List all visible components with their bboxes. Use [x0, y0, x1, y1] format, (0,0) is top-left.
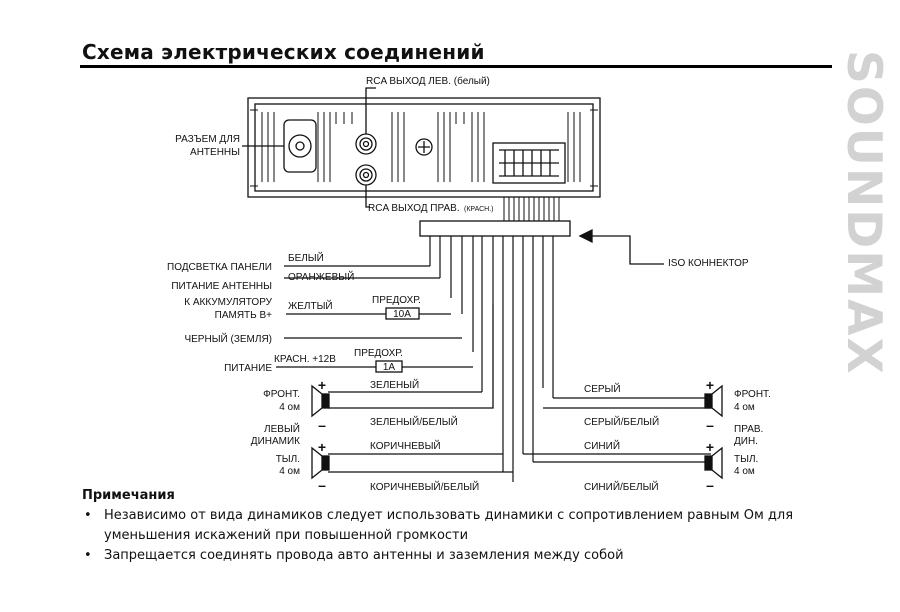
polarity-minus-front-left: – [318, 417, 326, 433]
polarity-plus-rear-left: + [318, 439, 326, 455]
speaker-front-right-icon [704, 384, 723, 418]
speaker-front-left-icon [311, 384, 330, 418]
iso-arrow-line [580, 235, 664, 265]
wire-label-brown-white: КОРИЧНЕВЫЙ/БЕЛЫЙ [370, 480, 479, 493]
fuse-10a [385, 307, 420, 320]
rca-left-label: RCA ВЫХОД ЛЕВ. (белый) [366, 75, 490, 87]
rca-jack-left [355, 133, 377, 155]
left-side-label-1: ЛЕВЫЙ [264, 422, 300, 435]
rca-right-leader [365, 185, 370, 208]
wire-drops [429, 236, 554, 482]
speaker-rear-right-label-2: 4 ом [734, 466, 755, 477]
wire-label-blue-white: СИНИЙ/БЕЛЫЙ [584, 480, 659, 493]
left-side-label-2: ДИНАМИК [251, 436, 300, 447]
right-side-label-1: ПРАВ. [734, 424, 763, 435]
speaker-front-right-label-1: ФРОНТ. [734, 389, 771, 400]
antenna-socket [283, 119, 317, 173]
wire-green-white [328, 304, 494, 409]
fuse-label-10a: ПРЕДОХР. [372, 295, 421, 306]
head-unit-outline [247, 97, 601, 198]
rca-left-leader [365, 87, 376, 134]
rca-jack-right [355, 164, 377, 186]
antenna-socket-label-2: АНТЕННЫ [190, 147, 240, 158]
speaker-rear-right-label-1: ТЫЛ. [734, 454, 758, 465]
iso-arrow-head [578, 228, 593, 244]
fuse-label-1a: ПРЕДОХР. [354, 348, 403, 359]
fuse-value-10a: 10А [393, 309, 411, 320]
speaker-rear-left-icon [311, 446, 330, 480]
function-ground: ЧЕРНЫЙ (ЗЕМЛЯ) [184, 332, 272, 345]
wire-label-blue: СИНИЙ [584, 439, 620, 452]
fuse-1a [375, 360, 403, 373]
title-rule [80, 65, 832, 68]
wire-label-green: ЗЕЛЕНЫЙ [370, 378, 419, 391]
speaker-front-left-label-2: 4 ом [279, 402, 300, 413]
speaker-front-right-label-2: 4 ом [734, 402, 755, 413]
head-unit-inner [254, 103, 594, 192]
brand-text: SOUNDMAX [838, 50, 888, 376]
polarity-plus-front-left: + [318, 377, 326, 393]
wire-label-orange: ОРАНЖЕВЫЙ [288, 270, 354, 283]
function-battery-2: ПАМЯТЬ B+ [215, 310, 273, 321]
speaker-rear-left-label-1: ТЫЛ. [276, 454, 300, 465]
rca-right-label: RCA ВЫХОД ПРАВ. [368, 203, 460, 214]
iso-connector-block [492, 142, 566, 184]
function-battery-1: К АККУМУЛЯТОРУ [184, 297, 272, 308]
speaker-front-left-label-1: ФРОНТ. [263, 389, 300, 400]
wire-label-red: КРАСН. +12В [274, 354, 336, 365]
rca-right-sub-label: (КРАСН.) [464, 206, 494, 213]
wire-label-green-white: ЗЕЛЕНЫЙ/БЕЛЫЙ [370, 415, 458, 428]
wire-label-gray-white: СЕРЫЙ/БЕЛЫЙ [584, 415, 659, 428]
heatsink-fins [250, 109, 598, 187]
iso-connector-label: ISO КОННЕКТОР [668, 258, 749, 269]
wire-label-brown: КОРИЧНЕВЫЙ [370, 439, 441, 452]
function-power: ПИТАНИЕ [224, 363, 272, 374]
note-item-speakers: Независимо от вида динамиков следует исп… [82, 506, 842, 546]
antenna-socket-label-1: РАЗЪЕМ ДЛЯ [175, 134, 240, 145]
notes-section: Примечания Независимо от вида динамиков … [82, 486, 842, 566]
iso-plug [419, 220, 571, 237]
mounting-screw [415, 138, 433, 156]
polarity-plus-front-right: + [706, 377, 714, 393]
brand-logo: SOUNDMAX [838, 50, 888, 376]
notes-heading: Примечания [82, 488, 175, 503]
page-title: Схема электрических соединений [82, 40, 485, 64]
function-panel-light: ПОДСВЕТКА ПАНЕЛИ [167, 262, 272, 273]
function-antenna-power: ПИТАНИЕ АНТЕННЫ [171, 281, 272, 292]
wire-label-yellow: ЖЕЛТЫЙ [288, 299, 333, 312]
wire-label-white: БЕЛЫЙ [288, 251, 324, 264]
right-side-label-2: ДИН. [734, 436, 758, 447]
polarity-minus-front-right: – [706, 417, 714, 433]
polarity-minus-rear-left: – [318, 477, 326, 493]
speaker-rear-left-label-2: 4 ом [279, 466, 300, 477]
speaker-rear-right-icon [704, 446, 723, 480]
note-item-antenna: Запрещается соединять провода авто антен… [82, 546, 842, 566]
fuse-value-1a: 1А [383, 362, 396, 373]
polarity-plus-rear-right: + [706, 439, 714, 455]
polarity-minus-rear-right: – [706, 477, 714, 493]
cable-bundle [503, 197, 560, 221]
wire-label-gray: СЕРЫЙ [584, 382, 621, 395]
